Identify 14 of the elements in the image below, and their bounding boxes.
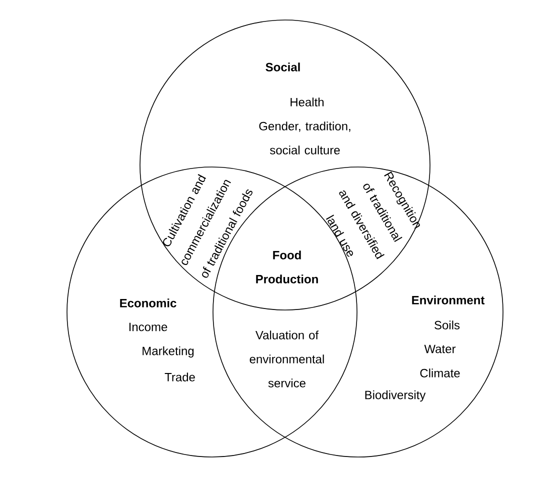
circle-text: Trade	[164, 372, 195, 382]
circle-title: Environment	[412, 296, 485, 304]
circle-text: Income	[129, 322, 168, 332]
overlap-label: Food Production	[256, 250, 318, 284]
circle-text: Water	[424, 344, 456, 354]
circle-text: Climate	[420, 368, 460, 378]
circle-title: Economic	[120, 298, 176, 308]
overlap-label: Valuation of environmental service	[250, 330, 324, 388]
circle-text: Biodiversity	[365, 390, 426, 402]
circle-text: Marketing	[142, 346, 194, 358]
circle-text: Health	[290, 98, 324, 106]
circle-text: Gender, tradition, social culture	[259, 122, 350, 154]
circle-text: Soils	[434, 320, 460, 330]
circle-title: Social	[266, 62, 300, 72]
